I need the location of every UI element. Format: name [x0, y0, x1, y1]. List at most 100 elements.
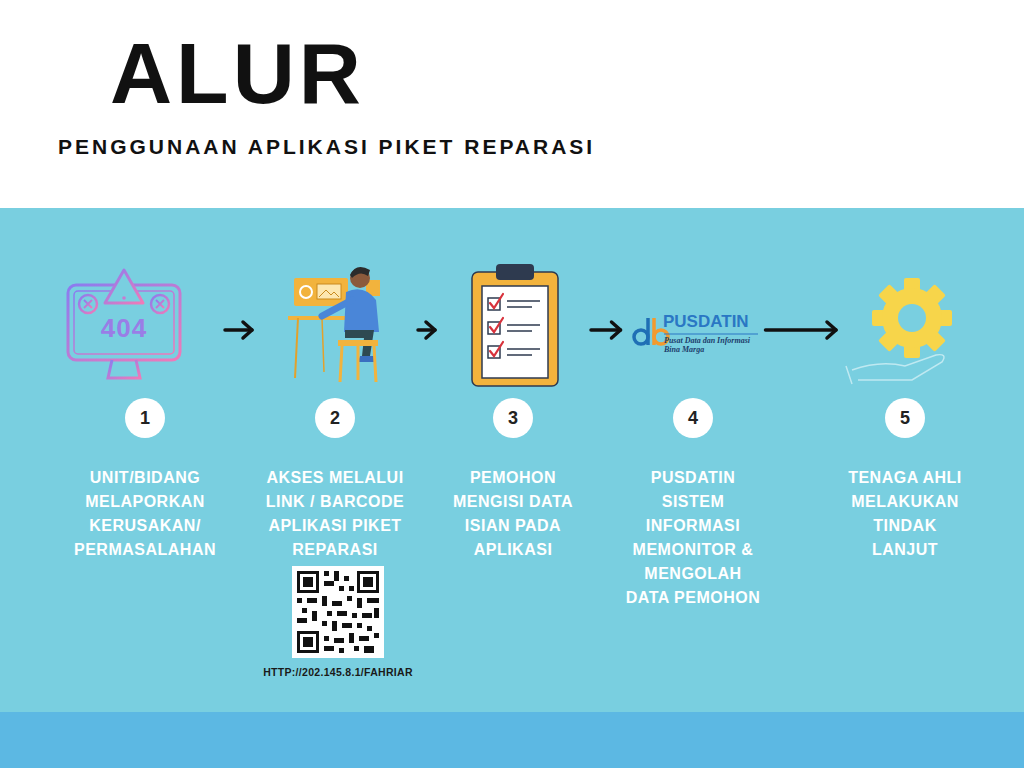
qr-code-part-part — [342, 623, 352, 628]
qr-code-part-part — [352, 613, 357, 618]
flow-arrow — [225, 322, 252, 338]
arrow-head — [426, 322, 435, 338]
qr-code-part-part — [303, 637, 313, 647]
step-description: PEMOHON MENGISI DATA ISIAN PADA APLIKASI — [440, 466, 586, 562]
person-at-desk-icon-part — [322, 318, 324, 372]
error-monitor-icon-part — [68, 285, 180, 360]
step-number: 5 — [900, 409, 910, 427]
error-monitor-icon-part — [84, 300, 92, 308]
flow-arrow-line — [225, 328, 252, 332]
gear-hand-icon-part-part — [882, 288, 942, 348]
person-at-desk-icon-part — [338, 340, 378, 346]
error-monitor-icon-part — [151, 295, 169, 313]
qr-code-part-part — [374, 608, 379, 618]
error-monitor-icon-part — [123, 280, 126, 293]
qr-code-part-part — [360, 574, 376, 590]
qr-code-part-part — [300, 634, 316, 650]
url-text: HTTP://202.145.8.1/FAHRIAR — [228, 666, 448, 679]
qr-code-part-part — [297, 571, 319, 593]
qr-code-part-part — [302, 608, 307, 613]
qr-code-part-part — [322, 621, 327, 626]
step-number: 2 — [330, 409, 340, 427]
qr-code-part-part — [339, 586, 344, 591]
person-at-desk-icon-part — [317, 284, 341, 299]
qr-code-part-part — [364, 646, 374, 653]
clipboard-icon-part — [490, 294, 503, 356]
qr-code-part-part — [327, 611, 332, 616]
qr-code-part-part — [297, 618, 307, 623]
person-at-desk-icon-part — [344, 289, 379, 332]
step-number: 1 — [140, 409, 150, 427]
person-at-desk-icon-part — [294, 278, 348, 306]
arrow-head — [243, 322, 252, 338]
qr-code-part-part — [303, 577, 313, 587]
qr-code-part-part — [349, 586, 354, 591]
qr-code-part-part — [332, 621, 337, 631]
process-step: 3PEMOHON MENGISI DATA ISIAN PADA APLIKAS… — [440, 270, 586, 562]
qr-code-part-part — [297, 598, 302, 603]
qr-code-part-part — [374, 633, 379, 638]
clipboard-icon-part — [507, 301, 540, 355]
clipboard-icon-part — [482, 286, 548, 378]
gear-hand-icon — [846, 278, 952, 384]
error-monitor-icon-part — [79, 295, 97, 313]
flow-arrow — [418, 322, 435, 338]
step-description: UNIT/BIDANG MELAPORKAN KERUSAKAN/ PERMAS… — [70, 466, 220, 562]
gear-hand-icon-part — [898, 304, 926, 332]
error-monitor-icon-part — [122, 296, 126, 300]
flow-arrow-line — [766, 328, 837, 332]
process-step: 1UNIT/BIDANG MELAPORKAN KERUSAKAN/ PERMA… — [70, 270, 220, 562]
qr-code-part-part — [344, 576, 349, 581]
qr-code-part-part — [349, 633, 354, 643]
pusdatin-logo-mark-part — [634, 330, 648, 344]
clipboard-icon-part — [472, 272, 558, 386]
qr-code-part — [297, 571, 379, 653]
error-monitor-icon-part — [108, 360, 140, 378]
qr-code-part-part — [357, 571, 379, 593]
clipboard-icon — [472, 264, 558, 386]
step-description: PUSDATIN SISTEM INFORMASI MEMONITOR & ME… — [626, 466, 761, 610]
process-step: 5TENAGA AHLI MELAKUKAN TINDAK LANJUT — [841, 270, 969, 562]
person-at-desk-icon-part — [300, 286, 312, 298]
person-at-desk-icon-part — [350, 267, 370, 278]
pusdatin-logo-mark-part — [646, 318, 650, 345]
qr-code-part-part — [339, 648, 344, 653]
flow-arrow-line — [591, 328, 621, 332]
error-monitor-icon-part — [105, 270, 143, 303]
qr-code-part-part — [312, 611, 317, 621]
qr-code-part-part — [334, 571, 339, 581]
pusdatin-logo-mark-part — [664, 333, 758, 334]
flow-arrow — [591, 322, 621, 338]
qr-code-part-part — [332, 601, 342, 606]
qr-code-part-part — [357, 598, 362, 608]
qr-code-part-part — [324, 636, 329, 641]
qr-code-part — [292, 566, 384, 658]
person-at-desk-icon-part — [295, 318, 298, 378]
qr-code-part-part — [367, 598, 379, 603]
step-number-circle: 2 — [315, 398, 355, 438]
subtitle: PENGGUNAAN APLIKASI PIKET REPARASI — [58, 134, 818, 160]
qr-code-part — [300, 574, 376, 650]
qr-code-part-part — [362, 613, 372, 618]
person-at-desk-icon-part — [340, 346, 376, 382]
step-number-circle: 4 — [673, 398, 713, 438]
logo-subtitle: Pusat Data dan Informasi Bina Marga — [664, 336, 760, 354]
qr-code-part-part — [359, 636, 369, 641]
qr-code-part-part — [324, 646, 334, 651]
logo-name: PUSDATIN — [663, 312, 763, 332]
qr-code-part-part — [347, 596, 352, 601]
title: ALUR — [110, 30, 365, 116]
error-monitor-icon — [68, 270, 180, 382]
gear-hand-icon-part — [852, 355, 944, 380]
gear-hand-icon-part — [846, 366, 852, 384]
qr-code-part-part — [367, 626, 372, 631]
step-number: 3 — [508, 409, 518, 427]
qr-code-part-part — [334, 638, 344, 643]
step-description: AKSES MELALUI LINK / BARCODE APLIKASI PI… — [257, 466, 413, 562]
step-description: TENAGA AHLI MELAKUKAN TINDAK LANJUT — [841, 466, 969, 562]
clipboard-icon-part — [496, 264, 534, 280]
gear-hand-icon-part — [872, 278, 952, 358]
step-number-circle: 3 — [493, 398, 533, 438]
error-code: 404 — [92, 313, 156, 343]
arrow-head — [827, 322, 836, 338]
